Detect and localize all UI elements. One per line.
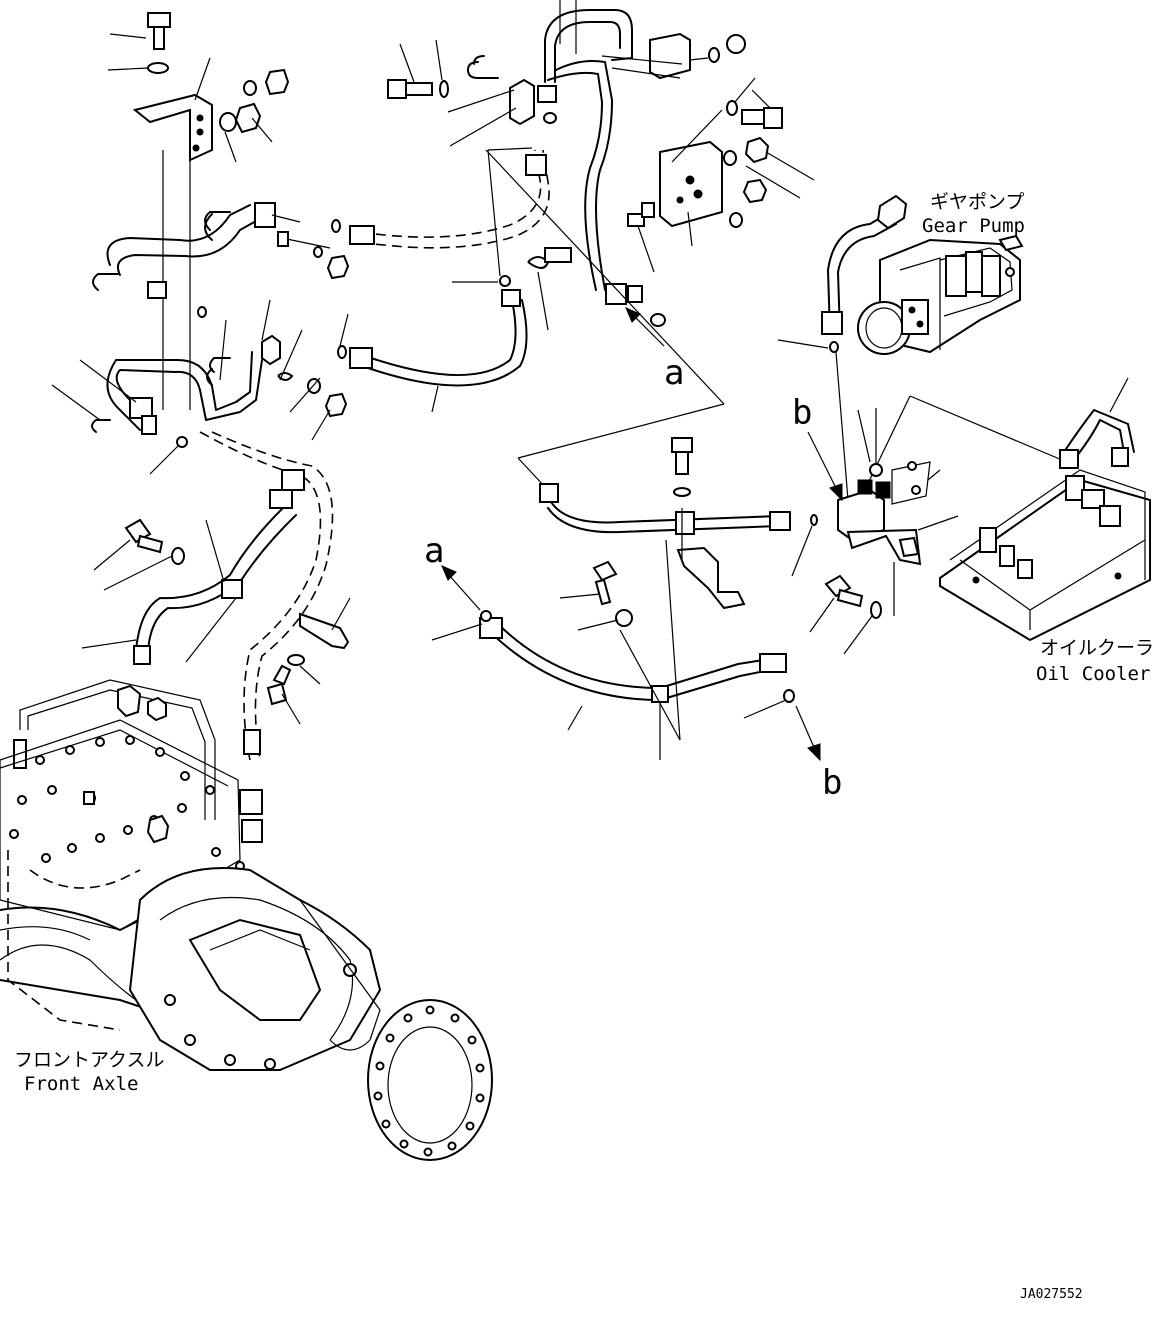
cooler-housing: [939, 478, 1151, 642]
drawing-number: JA027552: [1020, 1287, 1083, 1302]
hose-center-upper: [337, 0, 572, 413]
washer: [615, 609, 633, 627]
ref-mark-b-lower: b: [822, 763, 842, 803]
bolt-right: [741, 107, 783, 129]
ref-mark-a-lower: a: [424, 531, 444, 571]
bracket-clip: [299, 612, 350, 650]
gear-pump: [821, 194, 1024, 355]
arrow-b-lower: [795, 705, 817, 753]
washer: [439, 80, 449, 98]
gear-pump-label-jp: ギヤポンプ: [930, 191, 1024, 213]
oil-cooler: [939, 377, 1151, 642]
bolt-left-lower-2: [266, 664, 292, 706]
bolt-valve: [824, 574, 864, 608]
reference-arrows: [441, 307, 843, 762]
washer: [147, 62, 169, 74]
washer: [870, 601, 882, 619]
oil-cooler-label-jp: オイルクーラ: [1040, 637, 1154, 659]
pipe-assembly-upper-left: [92, 202, 350, 299]
bolt-left-lower: [124, 518, 164, 554]
gear-pump-label-en: Gear Pump: [922, 215, 1025, 237]
hose-top-center-dashed: [349, 149, 550, 249]
front-axle-label-jp: フロントアクスル: [14, 1049, 164, 1071]
top-center-fittings: [387, 0, 746, 305]
arrow-a-lower: [447, 573, 481, 611]
bracket-small: [649, 32, 691, 80]
bolt-center-lower: [592, 560, 618, 606]
valve-bracket: [846, 528, 922, 566]
center-lower-assembly: [431, 149, 818, 760]
oil-cooler-label-en: Oil Cooler: [1036, 663, 1150, 685]
axle-hub-flange: [367, 999, 493, 1161]
bolt-top-center: [387, 79, 433, 99]
ref-mark-b-upper: b: [792, 393, 812, 433]
elbow-fitting: [509, 78, 535, 126]
bolt-center: [671, 437, 693, 475]
support-bracket: [676, 546, 746, 610]
valve-block-assembly: [777, 339, 1063, 655]
front-axle-label-en: Front Axle: [24, 1073, 138, 1095]
nut: [742, 178, 768, 204]
right-bracket-cluster: [627, 77, 815, 273]
bracket-plate: [132, 93, 213, 162]
pipe-assembly-left-middle: [51, 299, 348, 475]
arrow-a-upper: [631, 313, 665, 347]
washer: [171, 547, 185, 565]
arrow-b-upper: [807, 431, 839, 493]
hub-bolt-holes: [373, 1005, 485, 1157]
top-left-bracket-assembly: [107, 12, 290, 410]
hose-left-lower: [81, 489, 351, 725]
bolt-top-left: [147, 12, 171, 50]
nut: [324, 392, 348, 418]
front-axle: [0, 679, 493, 1161]
axle-bolts: [9, 735, 245, 871]
text-labels: ギヤポンプ Gear Pump オイルクーラ Oil Cooler フロントアク…: [14, 191, 1154, 1302]
nut: [234, 102, 262, 134]
nut: [326, 254, 350, 280]
nut: [264, 68, 290, 96]
nut: [744, 136, 770, 164]
hose-left-dashed: [199, 431, 334, 761]
washer: [219, 112, 237, 132]
washer: [726, 100, 738, 116]
washer: [673, 487, 691, 497]
ref-mark-a-upper: a: [664, 353, 684, 393]
